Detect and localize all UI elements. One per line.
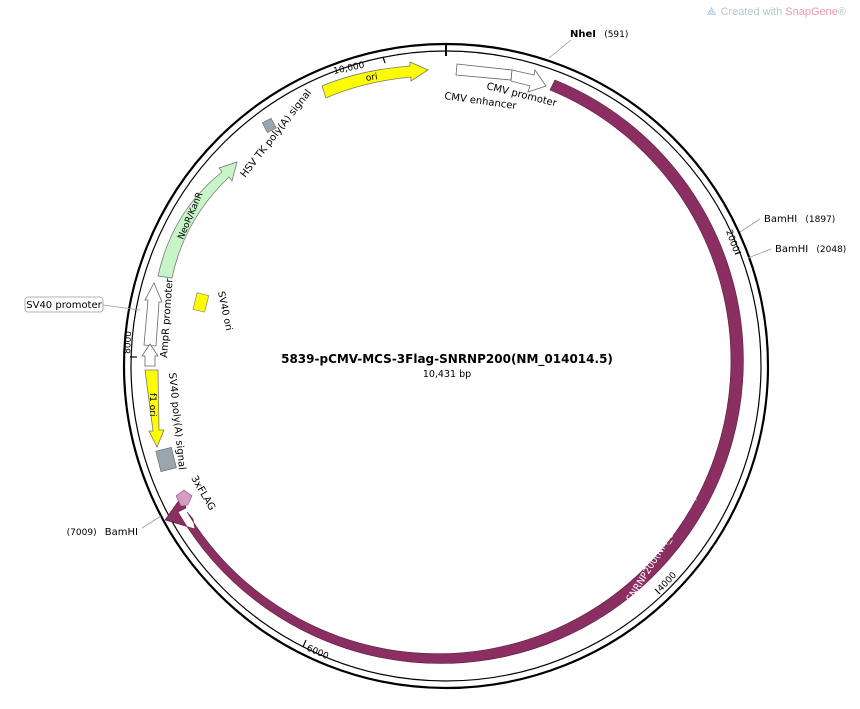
site-bamhi-7009[interactable]: (7009) BamHI bbox=[67, 515, 162, 538]
tick-8000: 8000 bbox=[123, 330, 137, 358]
label-ampr-promoter: AmpR promoter bbox=[159, 277, 176, 358]
site-bamhi-1897-name: BamHI bbox=[764, 214, 797, 225]
feature-3xflag bbox=[175, 489, 193, 507]
backbone-outer-ring bbox=[122, 42, 770, 690]
snapgene-watermark: ⟁Created with SnapGene® bbox=[707, 6, 846, 19]
site-bamhi-2048[interactable]: BamHI (2048) bbox=[747, 244, 846, 259]
site-nhei-pos: (591) bbox=[604, 30, 628, 40]
feature-ori bbox=[321, 61, 429, 99]
feature-cmv-promoter bbox=[510, 68, 547, 93]
label-3xflag: 3xFLAG bbox=[188, 474, 217, 513]
feature-neor-kanr bbox=[157, 161, 238, 279]
plasmid-name: 5839-pCMV-MCS-3Flag-SNRNP200(NM_014014.5… bbox=[281, 352, 613, 367]
site-bamhi-7009-pos: (7009) bbox=[67, 528, 97, 538]
site-nhei[interactable]: NheI (591) bbox=[548, 29, 628, 59]
site-bamhi-2048-pos: (2048) bbox=[816, 245, 846, 255]
svg-text:BamHI (1897): BamHI (1897) bbox=[764, 214, 835, 225]
watermark-brand: SnapGene bbox=[785, 6, 838, 18]
feature-cmv-enhancer bbox=[455, 63, 513, 81]
label-neor-kanr: NeoR/KanR bbox=[177, 191, 206, 241]
site-bamhi-7009-name: BamHI bbox=[105, 527, 138, 538]
label-sv40-promoter: SV40 promoter bbox=[26, 300, 102, 311]
sv40-promoter-callout: SV40 promoter bbox=[24, 296, 141, 313]
svg-text:NheI (591): NheI (591) bbox=[570, 29, 628, 40]
snapgene-logo-icon: ⟁ bbox=[706, 6, 717, 18]
tick-label-6000: 6000 bbox=[305, 644, 330, 663]
svg-text:BamHI (2048): BamHI (2048) bbox=[775, 244, 846, 255]
site-nhei-name: NheI bbox=[570, 29, 596, 40]
feature-f1-ori bbox=[144, 369, 165, 448]
feature-sv40-ori bbox=[192, 292, 210, 313]
watermark-prefix: Created with bbox=[720, 6, 786, 18]
site-bamhi-1897[interactable]: BamHI (1897) bbox=[739, 214, 835, 233]
feature-hsv-tk-polya bbox=[261, 117, 277, 134]
feature-snrnp200 bbox=[164, 79, 744, 664]
label-ori: ori bbox=[365, 72, 378, 84]
plasmid-length: 10,431 bp bbox=[423, 369, 471, 380]
feature-sv40-promoter bbox=[143, 282, 163, 347]
label-f1-ori: f1 ori bbox=[147, 393, 157, 416]
label-sv40-ori: SV40 ori bbox=[215, 290, 234, 331]
site-bamhi-2048-name: BamHI bbox=[775, 244, 808, 255]
watermark-registered: ® bbox=[837, 6, 846, 18]
tick-label-8000: 8000 bbox=[123, 330, 134, 354]
svg-text:(7009) BamHI: (7009) BamHI bbox=[67, 527, 138, 538]
site-bamhi-1897-pos: (1897) bbox=[805, 215, 835, 225]
tick-6000: 6000 bbox=[302, 639, 330, 663]
feature-sv40-polya bbox=[155, 446, 177, 472]
label-hsv-tk-polya: HSV TK poly(A) signal bbox=[239, 88, 314, 180]
feature-ampr-promoter bbox=[141, 343, 159, 367]
